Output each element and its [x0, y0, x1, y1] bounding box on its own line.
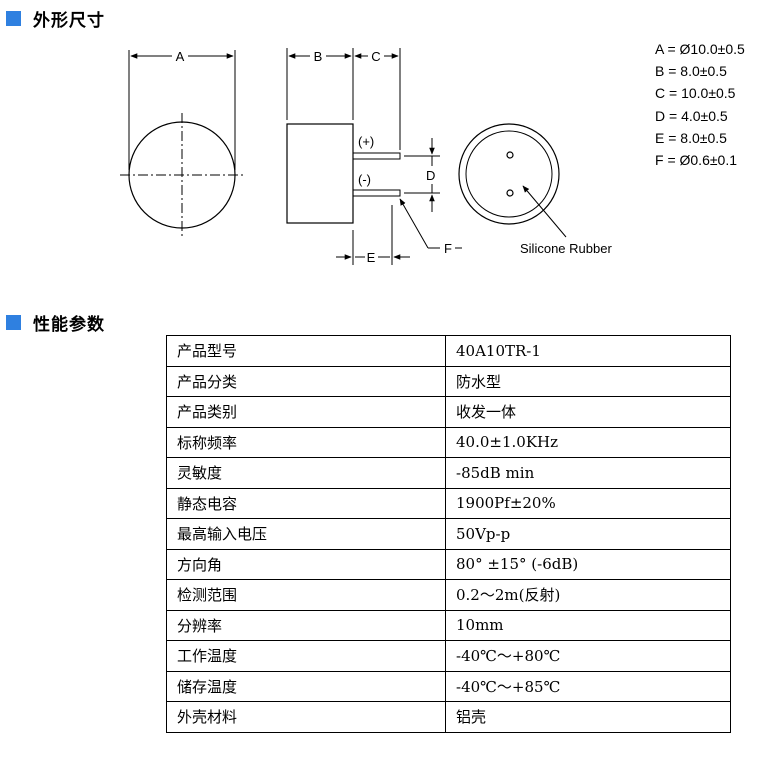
back-view: Silicone Rubber — [458, 123, 612, 256]
section-marker — [6, 314, 21, 330]
spec-c: C = 10.0±0.5 — [655, 85, 736, 102]
param-name: 产品类别 — [166, 396, 446, 428]
param-value: 80° ±15° (-6dB) — [445, 548, 731, 580]
front-view: A — [120, 49, 244, 237]
param-name: 储存温度 — [166, 670, 446, 702]
performance-section-header: 性能参数 — [6, 310, 105, 335]
table-row: 工作温度-40℃～+80℃ — [166, 640, 731, 672]
spec-e: E = 8.0±0.5 — [655, 129, 727, 146]
param-name: 灵敏度 — [166, 457, 446, 489]
side-view: (+) (-) B C D E F — [286, 48, 462, 265]
label-f: F — [444, 241, 452, 256]
dimensions-section-header: 外形尺寸 — [6, 6, 105, 31]
spec-b: B = 8.0±0.5 — [655, 63, 727, 80]
spec-f: F = Ø0.6±0.1 — [655, 152, 738, 169]
param-value: 10mm — [445, 609, 731, 641]
spec-a: A = Ø10.0±0.5 — [655, 41, 745, 57]
table-row: 储存温度-40℃～+85℃ — [166, 670, 731, 702]
table-row: 产品类别收发一体 — [166, 396, 731, 428]
label-c: C — [371, 49, 380, 64]
param-value: -40℃～+85℃ — [445, 670, 731, 702]
param-name: 检测范围 — [166, 579, 446, 611]
param-value: 1900Pf±20% — [445, 487, 731, 519]
param-name: 分辨率 — [166, 609, 446, 641]
param-name: 方向角 — [166, 548, 446, 580]
performance-title: 性能参数 — [33, 314, 105, 335]
param-value: 收发一体 — [445, 396, 731, 428]
param-value: -40℃～+80℃ — [445, 640, 731, 672]
param-value: 40A10TR-1 — [445, 335, 731, 367]
param-value: 防水型 — [445, 365, 731, 397]
table-row: 外壳材料铝壳 — [166, 701, 731, 733]
param-value: 40.0±1.0KHz — [445, 426, 731, 458]
label-a: A — [176, 49, 185, 64]
param-name: 产品分类 — [166, 365, 446, 397]
param-name: 工作温度 — [166, 640, 446, 672]
param-name: 外壳材料 — [166, 701, 446, 733]
dimensions-title: 外形尺寸 — [33, 10, 105, 31]
section-marker — [6, 10, 21, 26]
param-value: 50Vp-p — [445, 518, 731, 550]
param-name: 最高输入电压 — [166, 518, 446, 550]
dimension-spec-list: A = Ø10.0±0.5 B = 8.0±0.5 C = 10.0±0.5 D… — [655, 38, 745, 171]
spec-d: D = 4.0±0.5 — [655, 107, 728, 124]
param-value: 铝壳 — [445, 701, 731, 733]
param-value: 0.2～2m(反射) — [445, 579, 731, 611]
label-plus: (+) — [358, 134, 374, 149]
dimension-drawing: A (+) (-) B C D E — [120, 48, 612, 265]
silicone-rubber-label: Silicone Rubber — [520, 241, 612, 256]
label-b: B — [314, 49, 323, 64]
table-row: 产品分类防水型 — [166, 365, 731, 397]
param-name: 标称频率 — [166, 426, 446, 458]
label-minus: (-) — [358, 172, 371, 187]
label-d: D — [426, 168, 435, 183]
label-e: E — [367, 250, 376, 265]
param-value: -85dB min — [445, 457, 731, 489]
table-row: 灵敏度-85dB min — [166, 457, 731, 489]
param-name: 静态电容 — [166, 487, 446, 519]
param-name: 产品型号 — [166, 335, 446, 367]
